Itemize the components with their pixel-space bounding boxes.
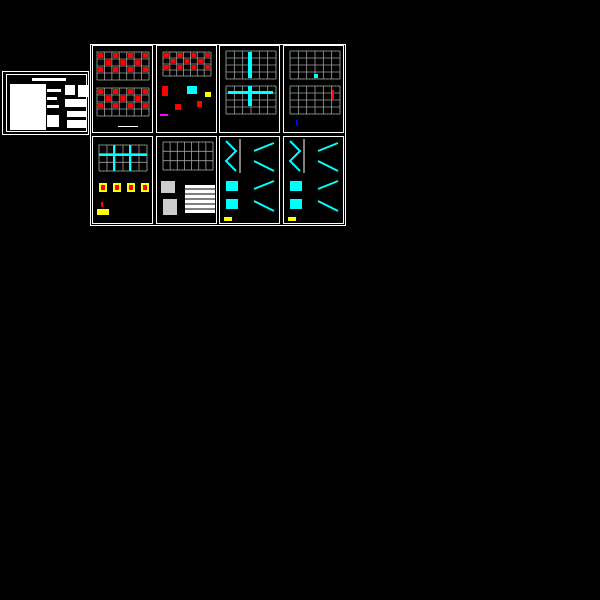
drawing-sheet-plan-red[interactable] (92, 45, 153, 133)
sheet-drawing (224, 139, 275, 221)
sheet-drawing (225, 50, 277, 115)
drawing-sheet-plan-details[interactable] (156, 45, 217, 133)
drawing-sheet-stairs[interactable] (283, 136, 344, 224)
sheet-drawing (160, 51, 212, 116)
cover-sheet-content (10, 78, 88, 130)
cover-sheet (2, 71, 89, 135)
drawing-set-frame (90, 44, 346, 226)
sheet-drawing (289, 50, 341, 126)
drawing-sheet-grid-table[interactable] (156, 136, 217, 224)
sheet-drawing (96, 51, 150, 127)
drawing-sheet-stairs[interactable] (219, 136, 280, 224)
sheet-drawing (97, 144, 149, 215)
sheet-drawing (288, 139, 339, 221)
drawing-sheet-plan-gray[interactable] (283, 45, 344, 133)
drawing-sheet-plan-cyan[interactable] (219, 45, 280, 133)
cover-sheet-border (6, 74, 88, 132)
sheet-drawing (161, 141, 215, 215)
drawing-sheet-foundation[interactable] (92, 136, 153, 224)
